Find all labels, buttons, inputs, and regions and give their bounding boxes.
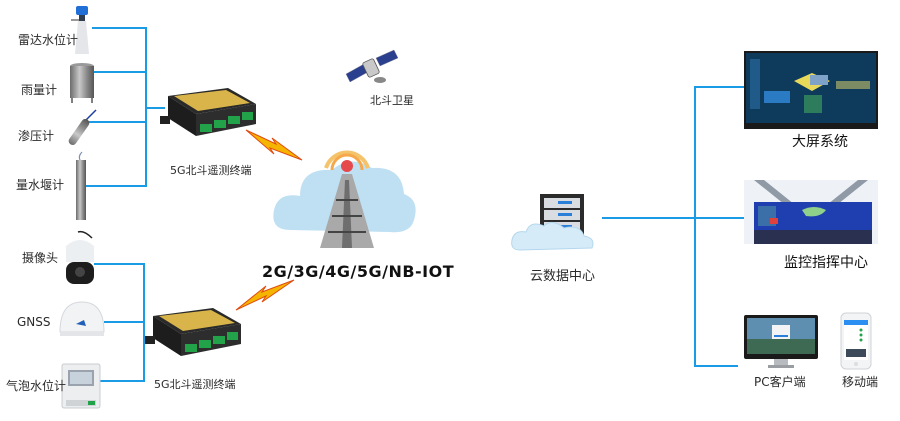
pc-monitor-icon <box>744 315 818 368</box>
camera-icon <box>66 230 94 284</box>
network-label: 2G/3G/4G/5G/NB-IOT <box>262 262 455 281</box>
output-label: 大屏系统 <box>792 134 848 150</box>
satellite-label: 北斗卫星 <box>370 94 414 107</box>
sensor-label: 雨量计 <box>21 83 58 97</box>
connector-line <box>694 365 738 367</box>
connector-line <box>145 107 165 109</box>
sensor-label: 量水堰计 <box>16 178 65 192</box>
sensor-label: 雷达水位计 <box>18 33 79 47</box>
sensor-label: 摄像头 <box>22 251 59 265</box>
terminal-label: 5G北斗遥测终端 <box>170 164 252 177</box>
piezometer-icon <box>68 109 97 146</box>
connector-line <box>86 121 147 123</box>
big-screen-icon <box>744 51 878 129</box>
connector-line <box>98 380 145 382</box>
output-label: 监控指挥中心 <box>784 255 868 271</box>
sensor-label: GNSS <box>17 315 51 329</box>
telemetry-terminal-icon <box>145 308 241 356</box>
satellite-icon <box>345 49 399 83</box>
sensor-label: 渗压计 <box>18 129 55 143</box>
terminal-label: 5G北斗遥测终端 <box>154 378 236 391</box>
connector-line <box>694 217 744 219</box>
connector-line <box>694 86 744 88</box>
connector-line <box>602 217 694 219</box>
wireless-signal-icon <box>235 279 295 311</box>
mobile-phone-icon <box>840 312 872 370</box>
connector-line <box>694 86 696 367</box>
connector-line <box>143 263 145 382</box>
radar-water-level-icon <box>71 6 89 54</box>
telemetry-terminal-icon <box>160 88 256 136</box>
cell-tower-icon <box>320 150 374 248</box>
connector-line <box>92 27 147 29</box>
connector-line <box>94 263 145 265</box>
cloud-label: 云数据中心 <box>530 269 596 284</box>
connector-line <box>92 71 147 73</box>
gnss-receiver-icon <box>59 301 105 336</box>
connector-line <box>86 185 147 187</box>
wireless-signal-icon <box>245 129 303 161</box>
bubble-water-level-icon <box>61 363 101 409</box>
control-center-icon <box>744 180 878 244</box>
cloud-server-icon <box>511 194 594 251</box>
output-label: 移动端 <box>842 375 879 389</box>
sensor-label: 气泡水位计 <box>6 379 67 393</box>
weir-meter-icon <box>76 151 86 220</box>
rain-gauge-icon <box>70 63 94 103</box>
output-label: PC客户端 <box>754 375 806 389</box>
connector-line <box>104 321 145 323</box>
